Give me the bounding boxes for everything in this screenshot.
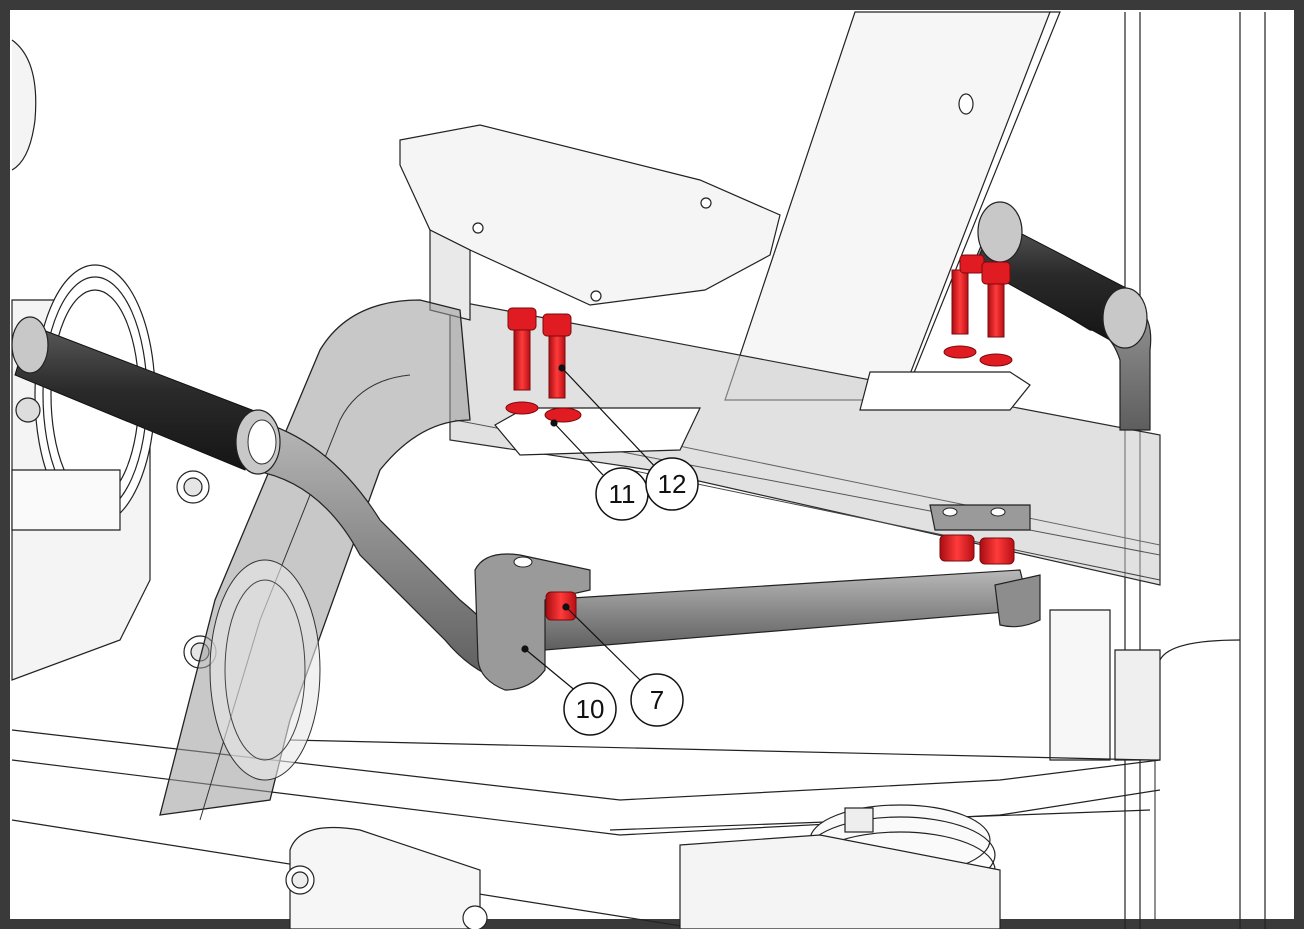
callout-12-label: 12 (658, 469, 687, 499)
callout-11: 11 (595, 467, 649, 521)
leader-line-10 (524, 648, 578, 693)
callout-7: 7 (630, 673, 684, 727)
callout-10-label: 10 (576, 694, 605, 724)
leader-line-7 (565, 606, 641, 681)
upper-right-handle (974, 201, 1152, 431)
callout-10: 10 (563, 682, 617, 736)
highlighted-fasteners (505, 254, 1015, 621)
frame-arm (159, 299, 471, 821)
callout-12: 12 (645, 457, 699, 511)
seat-bracket (399, 124, 1031, 456)
left-handle (11, 316, 501, 681)
callout-labels: 11 12 10 7 (563, 457, 699, 736)
callout-7-label: 7 (650, 685, 664, 715)
leader-lines (521, 364, 661, 693)
callout-11-label: 11 (609, 479, 636, 509)
leader-line-12 (561, 367, 661, 473)
leader-line-11 (553, 422, 604, 476)
lower-crossbar (474, 504, 1041, 691)
